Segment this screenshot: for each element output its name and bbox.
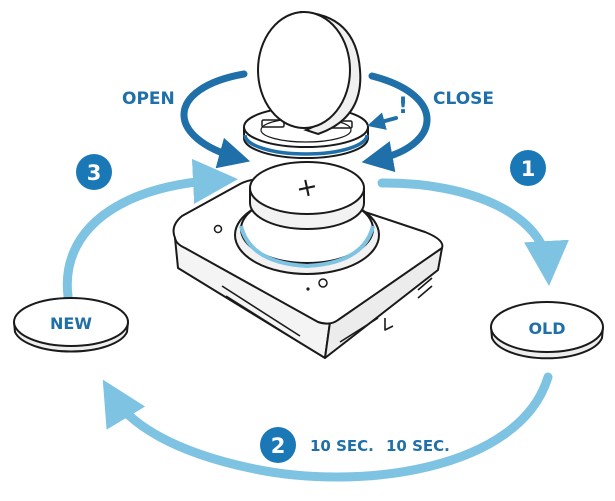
arrow-insert-new (62, 158, 238, 301)
old-coin (490, 301, 604, 360)
open-label: OPEN (122, 89, 175, 109)
step-badge-1: 1 (510, 150, 546, 186)
coin-cell-upright (257, 11, 362, 136)
wait-time-1: 10 SEC. (310, 437, 374, 455)
coin-cell-inserted (249, 161, 365, 230)
step-badge-3: 3 (76, 154, 112, 190)
step-3-number: 3 (87, 161, 102, 185)
step-badge-2: 2 (260, 427, 296, 463)
new-coin (13, 297, 129, 353)
compartment-seal (239, 225, 375, 269)
new-coin-label: NEW (50, 314, 92, 333)
alignment-arrow (367, 112, 398, 130)
alignment-warning: ! (398, 94, 408, 119)
arrow-wait (102, 372, 553, 482)
wait-time-2: 10 SEC. (386, 437, 450, 455)
step-1-number: 1 (521, 157, 536, 181)
open-arrow (180, 70, 251, 169)
close-label: CLOSE (433, 89, 494, 109)
step-2-number: 2 (271, 434, 286, 458)
old-coin-label: OLD (528, 319, 565, 338)
arrow-remove-old (377, 178, 569, 286)
close-arrow (361, 72, 431, 173)
